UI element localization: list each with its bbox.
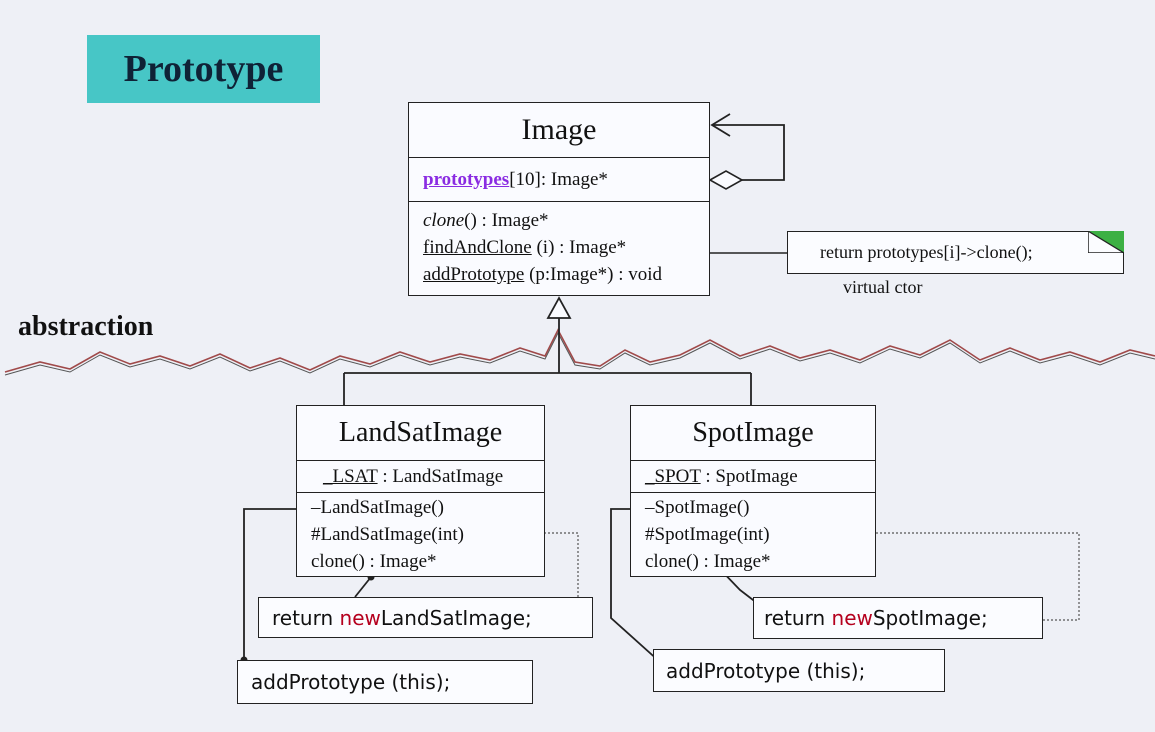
- image-class-operations: clone() : Image* findAndClone (i) : Imag…: [409, 202, 709, 288]
- landsat-op-protected-ctor: #LandSatImage(int): [311, 524, 465, 545]
- landsat-attr-lsat: _LSAT : LandSatImage: [323, 466, 504, 487]
- landsat-op-clone: clone() : Image*: [311, 551, 437, 572]
- abstraction-wave-line-shadow: [4, 331, 1155, 376]
- spot-addprototype-code: addPrototype (this);: [653, 649, 945, 692]
- image-op-addprototype: addPrototype (p:Image*) : void: [423, 264, 663, 285]
- spot-image-class: SpotImage _SPOT : SpotImage –SpotImage()…: [630, 405, 876, 577]
- landsat-clone-link: [354, 576, 372, 598]
- note-folded-corner-icon: [1088, 231, 1124, 253]
- spot-class-title: SpotImage: [692, 417, 814, 448]
- self-association-arrowhead: [710, 113, 731, 137]
- image-class-name: Image: [409, 103, 709, 158]
- image-op-clone: clone() : Image*: [423, 210, 549, 231]
- spot-class-name: SpotImage: [631, 406, 875, 461]
- page-title: Prototype: [87, 35, 320, 103]
- image-class-attributes: prototypes[10]: Image*: [409, 158, 709, 202]
- spot-return-code: return new SpotImage;: [753, 597, 1043, 639]
- image-op-findandclone: findAndClone (i) : Image*: [423, 237, 627, 258]
- landsat-class-name: LandSatImage: [297, 406, 544, 461]
- image-attr-type: [10]: Image*: [509, 169, 608, 190]
- self-association-line: [712, 124, 785, 181]
- image-class-title: Image: [521, 113, 597, 146]
- spot-op-private-ctor: –SpotImage(): [645, 497, 750, 518]
- landsat-image-class: LandSatImage _LSAT : LandSatImage –LandS…: [296, 405, 545, 577]
- spot-op-protected-ctor: #SpotImage(int): [645, 524, 770, 545]
- landsat-class-operations: –LandSatImage() #LandSatImage(int) clone…: [297, 493, 544, 575]
- spot-op-clone: clone() : Image*: [645, 551, 771, 572]
- spot-attr-spot: _SPOT : SpotImage: [645, 466, 798, 487]
- spot-class-attributes: _SPOT : SpotImage: [631, 461, 875, 493]
- landsat-class-title: LandSatImage: [338, 417, 503, 448]
- note-text: return prototypes[i]->clone();: [820, 242, 1033, 262]
- inheritance-triangle: [546, 296, 572, 319]
- landsat-op-private-ctor: –LandSatImage(): [311, 497, 444, 518]
- landsat-ctor-link: [243, 508, 301, 660]
- landsat-addprototype-code: addPrototype (this);: [237, 660, 533, 704]
- image-class: Image prototypes[10]: Image* clone() : I…: [408, 102, 710, 296]
- spot-class-operations: –SpotImage() #SpotImage(int) clone() : I…: [631, 493, 875, 575]
- abstraction-label: abstraction: [18, 311, 154, 342]
- spot-dotted-link: [815, 532, 1080, 621]
- virtual-ctor-note: return prototypes[i]->clone();: [787, 231, 1124, 274]
- aggregation-diamond: [708, 170, 744, 190]
- spot-ctor-link: [610, 508, 661, 663]
- landsat-class-attributes: _LSAT : LandSatImage: [297, 461, 544, 493]
- prototypes-link[interactable]: prototypes: [423, 169, 510, 190]
- note-caption: virtual ctor: [843, 277, 923, 297]
- image-attr-prototypes: prototypes[10]: Image*: [423, 169, 608, 190]
- abstraction-wave-line: [4, 328, 1155, 373]
- landsat-return-code: return new LandSatImage;: [258, 597, 593, 638]
